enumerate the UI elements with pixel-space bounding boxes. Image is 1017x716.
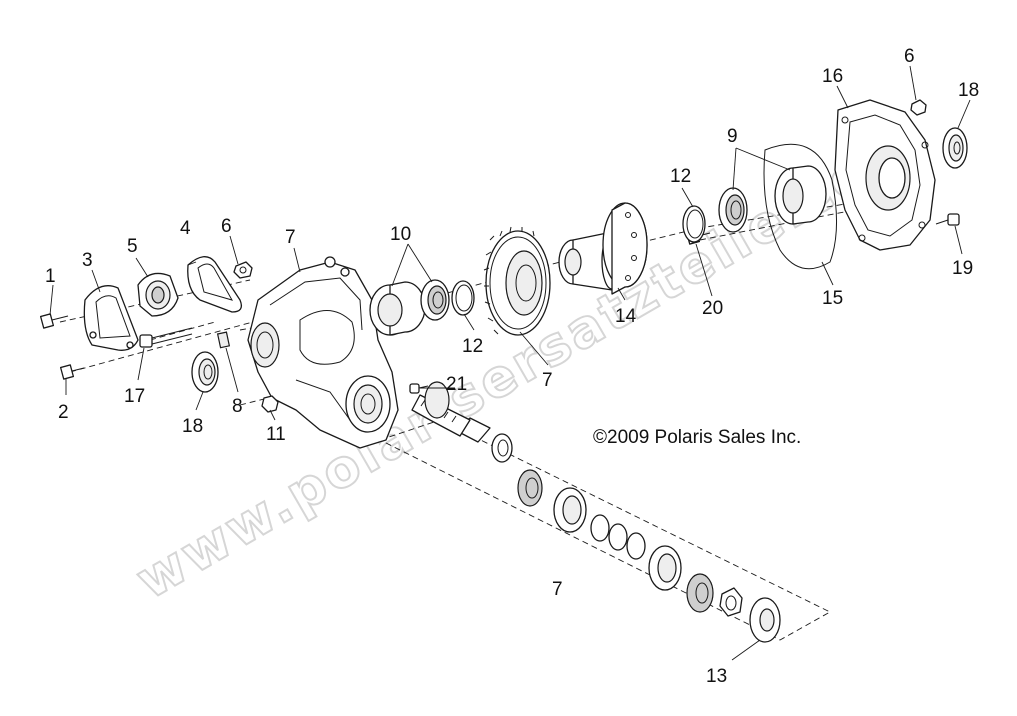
leader-lines <box>49 65 971 661</box>
callout-2: 2 <box>58 402 69 423</box>
callout-18-right: 18 <box>958 80 979 101</box>
callout-18-left: 18 <box>182 416 203 437</box>
callout-14: 14 <box>615 306 637 327</box>
part-6-nut-right <box>910 99 927 116</box>
part-4-bracket <box>187 256 243 313</box>
callout-1: 1 <box>45 266 56 287</box>
part-9-bearing-assembly <box>718 165 827 233</box>
part-3-bracket <box>83 285 139 351</box>
callout-6-left: 6 <box>221 216 232 237</box>
callout-13: 13 <box>706 666 727 687</box>
callout-9: 9 <box>727 126 738 147</box>
callout-8: 8 <box>232 396 243 417</box>
part-16-cover <box>834 99 936 251</box>
part-8-key <box>216 331 231 349</box>
callout-21: 21 <box>446 374 467 395</box>
part-17-pin <box>139 327 193 348</box>
part-14-differential-hub <box>558 202 648 295</box>
callout-16: 16 <box>822 66 843 87</box>
part-7-ring-gear <box>483 226 551 336</box>
part-15-gasket <box>763 143 837 270</box>
callout-15: 15 <box>822 288 843 309</box>
part-10-bearing-assembly <box>369 279 450 336</box>
part-5-bearing-housing <box>137 272 179 317</box>
part-7-gearcase-housing <box>247 256 399 449</box>
callout-7-housing: 7 <box>285 227 296 248</box>
part-2-bolt <box>59 364 85 380</box>
part-7-pinion-assembly <box>411 381 781 643</box>
callout-10: 10 <box>390 224 411 245</box>
callout-labels: 1 2 3 4 5 6 7 17 18 8 11 10 12 7 21 14 2… <box>45 46 979 687</box>
part-11-drain-plug <box>261 395 279 413</box>
callout-3: 3 <box>82 250 93 271</box>
callout-5: 5 <box>127 236 138 257</box>
callout-19: 19 <box>952 258 973 279</box>
part-6-nut-left <box>233 261 253 279</box>
callout-12-left: 12 <box>462 336 483 357</box>
callout-12-right: 12 <box>670 166 691 187</box>
callout-20: 20 <box>702 298 723 319</box>
callout-17: 17 <box>124 386 145 407</box>
callout-4: 4 <box>180 218 191 239</box>
callout-7-ring-gear: 7 <box>542 370 553 391</box>
callout-6-right: 6 <box>904 46 915 67</box>
part-1-bolt <box>39 313 69 329</box>
part-18-seal-left <box>191 351 219 393</box>
part-12-shim-left <box>451 280 475 316</box>
callout-7-pinion: 7 <box>552 579 563 600</box>
callout-11: 11 <box>266 424 286 445</box>
copyright-text: ©2009 Polaris Sales Inc. <box>593 427 801 448</box>
part-19-bolt <box>935 213 960 226</box>
part-12-shim-right <box>682 205 706 243</box>
part-18-seal-right <box>942 127 968 169</box>
